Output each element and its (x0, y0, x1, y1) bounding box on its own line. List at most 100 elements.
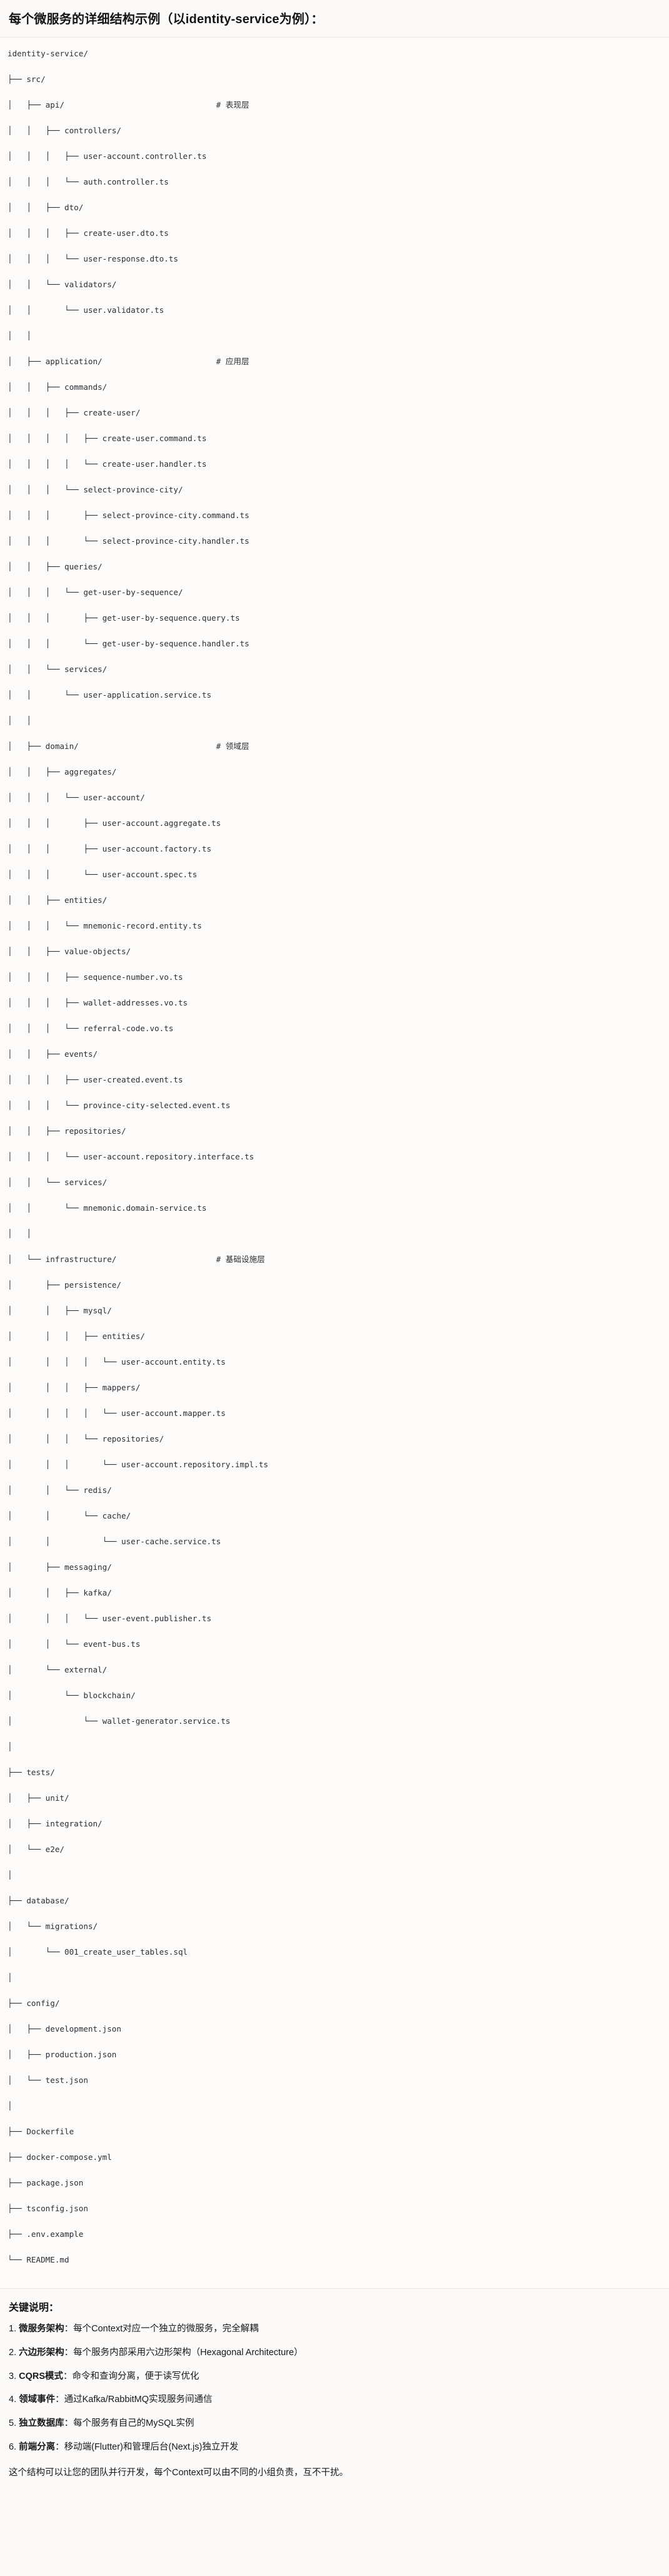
tree-line: │ │ ├── entities/ (8, 894, 669, 907)
tree-line-path: │ └── infrastructure/ (8, 1255, 117, 1264)
tree-line-path: │ │ ├── mysql/ (8, 1306, 112, 1315)
tree-line: │ └── test.json (8, 2074, 669, 2087)
tree-line-path: │ │ │ └── referral-code.vo.ts (8, 1024, 174, 1033)
tree-line: │ │ │ │ └── user-account.entity.ts (8, 1356, 669, 1369)
tree-line: │ │ │ └── referral-code.vo.ts (8, 1022, 669, 1036)
tree-line-path: │ │ ├── entities/ (8, 895, 108, 905)
tree-line: │ │ └── services/ (8, 663, 669, 676)
tree-line: │ │ └── redis/ (8, 1484, 669, 1497)
tree-line-path: ├── docker-compose.yml (8, 2152, 112, 2162)
tree-line: ├── tsconfig.json (8, 2202, 669, 2216)
tree-line-path: │ │ └── user-application.service.ts (8, 690, 212, 700)
tree-line: │ ├── development.json (8, 2023, 669, 2036)
tree-line: ├── package.json (8, 2177, 669, 2190)
key-note-body: ：通过Kafka/RabbitMQ实现服务间通信 (55, 2395, 213, 2405)
tree-line: │ └── infrastructure/ # 基础设施层 (8, 1253, 669, 1266)
tree-line: │ │ └── user-application.service.ts (8, 689, 669, 702)
tree-line-path: identity-service/ (8, 49, 88, 58)
tree-line: │ │ ├── queries/ (8, 561, 669, 574)
tree-line: ├── config/ (8, 1997, 669, 2010)
tree-line: │ │ └── mnemonic.domain-service.ts (8, 1202, 669, 1215)
tree-line: │ │ ├── kafka/ (8, 1587, 669, 1600)
tree-line: │ │ │ └── user-event.publisher.ts (8, 1612, 669, 1626)
tree-line: ├── docker-compose.yml (8, 2151, 669, 2164)
tree-line-path: │ ├── development.json (8, 2024, 121, 2034)
tree-line-path: │ │ │ └── repositories/ (8, 1434, 164, 1443)
tree-line-path: ├── config/ (8, 1998, 60, 2008)
tree-line-path: │ │ (8, 716, 31, 725)
tree-line: │ (8, 2100, 669, 2113)
tree-line: │ │ │ ├── entities/ (8, 1330, 669, 1343)
tree-line-path: └── README.md (8, 2255, 69, 2264)
tree-line-path: │ │ (8, 331, 31, 340)
tree-line: │ │ (8, 330, 669, 343)
tree-line-path: │ │ │ └── user-account.repository.impl.t… (8, 1460, 269, 1469)
tree-line-path: │ │ │ └── user-event.publisher.ts (8, 1614, 212, 1623)
tree-line: │ │ │ ├── get-user-by-sequence.query.ts (8, 612, 669, 625)
tree-line-path: │ │ │ │ ├── create-user.command.ts (8, 434, 207, 443)
key-note-item: 2. 六边形架构：每个服务内部采用六边形架构（Hexagonal Archite… (9, 2346, 660, 2360)
tree-line: │ │ │ └── mnemonic-record.entity.ts (8, 920, 669, 933)
key-note-body: ：命令和查询分离，便于读写优化 (63, 2371, 199, 2381)
tree-line: │ │ ├── controllers/ (8, 125, 669, 138)
tree-line-path: │ │ │ ├── mappers/ (8, 1383, 141, 1392)
key-note-term: 前端分离 (19, 2441, 56, 2452)
tree-line-path: │ │ │ └── user-response.dto.ts (8, 254, 178, 263)
tree-line-path: ├── .env.example (8, 2229, 84, 2239)
tree-line: │ ├── unit/ (8, 1792, 669, 1805)
tree-line: │ │ └── user-cache.service.ts (8, 1535, 669, 1549)
tree-line-comment: # 领域层 (216, 741, 249, 751)
tree-line: │ ├── integration/ (8, 1818, 669, 1831)
key-note-body: ：每个服务内部采用六边形架构（Hexagonal Architecture） (64, 2347, 303, 2358)
tree-line: identity-service/ (8, 48, 669, 61)
tree-line: │ │ └── user.validator.ts (8, 304, 669, 317)
tree-line-path: │ (8, 1742, 13, 1751)
tree-line-path: │ ├── domain/ (8, 741, 79, 751)
tree-line-path: │ └── wallet-generator.service.ts (8, 1716, 231, 1726)
tree-line: │ │ │ ├── create-user.dto.ts (8, 227, 669, 240)
tree-line: │ │ │ └── repositories/ (8, 1433, 669, 1446)
tree-line-path: │ │ └── cache/ (8, 1511, 131, 1520)
tree-line: │ └── e2e/ (8, 1843, 669, 1856)
key-note-item: 5. 独立数据库：每个服务有自己的MySQL实例 (9, 2417, 660, 2431)
tree-line-path: ├── Dockerfile (8, 2127, 74, 2136)
tree-line-path: │ │ │ └── mnemonic-record.entity.ts (8, 921, 202, 930)
key-note-index: 3. (9, 2371, 17, 2381)
key-note-term: 领域事件 (19, 2395, 56, 2405)
key-note-index: 4. (9, 2395, 17, 2405)
tree-line-path: │ ├── production.json (8, 2050, 117, 2059)
key-note-index: 5. (9, 2418, 17, 2428)
tree-line-path: │ (8, 2101, 13, 2110)
tree-line-path: │ │ ├── value-objects/ (8, 947, 131, 956)
tree-line-comment: # 表现层 (216, 100, 249, 109)
closing-note: 这个结构可以让您的团队并行开发，每个Context可以由不同的小组负责，互不干扰… (9, 2467, 348, 2478)
tree-line: │ │ ├── dto/ (8, 201, 669, 215)
tree-line: │ └── 001_create_user_tables.sql (8, 1946, 669, 1959)
tree-line-path: │ │ │ ├── user-account.controller.ts (8, 151, 207, 161)
tree-line: │ ├── persistence/ (8, 1279, 669, 1292)
tree-line: │ │ │ ├── user-account.aggregate.ts (8, 817, 669, 830)
tree-line: │ │ ├── repositories/ (8, 1125, 669, 1138)
tree-line-path: │ │ ├── commands/ (8, 382, 108, 392)
key-note-term: 独立数据库 (19, 2418, 64, 2428)
tree-line-path: │ │ └── mnemonic.domain-service.ts (8, 1203, 207, 1213)
tree-line: │ ├── production.json (8, 2049, 669, 2062)
tree-line: │ │ ├── value-objects/ (8, 945, 669, 959)
tree-line: │ └── migrations/ (8, 1920, 669, 1933)
tree-line: │ │ │ ├── user-account.factory.ts (8, 843, 669, 856)
tree-line: │ │ │ ├── wallet-addresses.vo.ts (8, 997, 669, 1010)
tree-line: │ │ │ └── get-user-by-sequence/ (8, 586, 669, 599)
tree-line: │ │ │ ├── select-province-city.command.t… (8, 509, 669, 522)
tree-line: │ ├── messaging/ (8, 1561, 669, 1574)
tree-line-path: │ ├── application/ (8, 357, 103, 366)
tree-line-path: │ │ ├── dto/ (8, 203, 84, 212)
tree-line-path: │ (8, 1973, 13, 1982)
tree-line-path: │ ├── messaging/ (8, 1562, 112, 1572)
key-note-item: 6. 前端分离：移动端(Flutter)和管理后台(Next.js)独立开发 (9, 2441, 660, 2455)
key-note-body: ：每个服务有自己的MySQL实例 (64, 2418, 194, 2428)
key-notes-heading: 关键说明： (9, 2303, 59, 2313)
tree-line-path: │ └── blockchain/ (8, 1691, 136, 1700)
tree-line: │ │ ├── events/ (8, 1048, 669, 1061)
tree-line-path: ├── src/ (8, 74, 46, 84)
